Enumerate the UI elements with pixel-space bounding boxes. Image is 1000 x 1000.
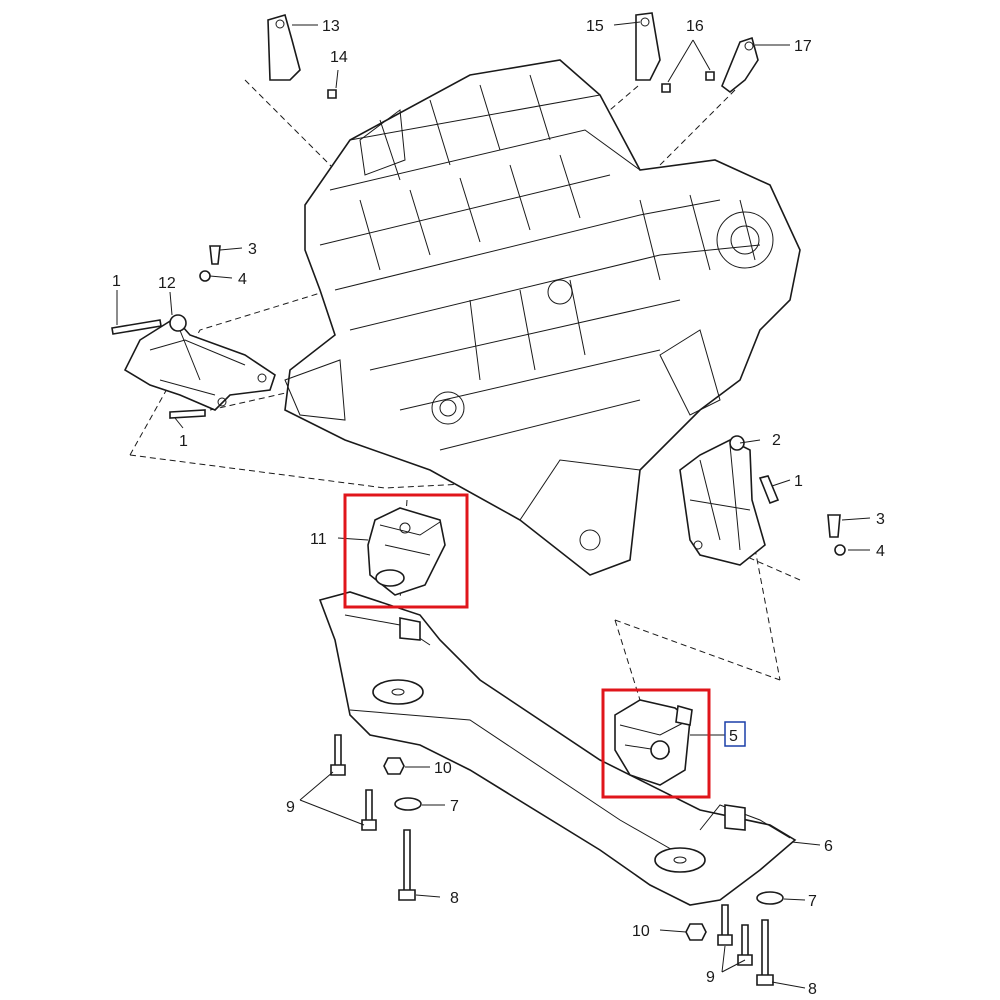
callout-8-left[interactable]: 8: [450, 890, 459, 907]
callout-10-left[interactable]: 10: [434, 760, 452, 777]
fasteners: [111, 71, 846, 986]
callout-8-right[interactable]: 8: [808, 981, 817, 998]
callout-9-right[interactable]: 9: [706, 969, 715, 986]
selected-callout-frame: [724, 721, 746, 747]
top-lifting-brackets: [267, 12, 759, 94]
callout-3-right[interactable]: 3: [876, 511, 885, 528]
callout-1-right[interactable]: 1: [794, 473, 803, 490]
callout-2[interactable]: 2: [772, 432, 781, 449]
callout-11[interactable]: 11: [310, 531, 327, 548]
highlight-box-11: [343, 493, 469, 609]
callout-10-right[interactable]: 10: [632, 923, 650, 940]
crossmember: [318, 591, 797, 906]
engine-block: [284, 59, 801, 576]
callout-7-left[interactable]: 7: [450, 798, 459, 815]
callout-17[interactable]: 17: [794, 38, 812, 55]
highlight-boxes: [343, 493, 711, 799]
left-engine-bracket: [123, 314, 276, 411]
callout-1-left-top[interactable]: 1: [112, 273, 121, 290]
callout-14[interactable]: 14: [330, 49, 348, 66]
callout-4-right[interactable]: 4: [876, 543, 885, 560]
callout-5[interactable]: 5: [729, 728, 738, 745]
callout-12[interactable]: 12: [158, 275, 176, 292]
engine-mount-left: [367, 507, 446, 596]
callout-4-left[interactable]: 4: [238, 271, 247, 288]
callout-13[interactable]: 13: [322, 18, 340, 35]
callout-labels: 13 14 15 16 17 3 4 1 12 1 2 1 3 4 11 5 1…: [112, 18, 885, 998]
engine-mount-right: [614, 699, 693, 786]
callout-15[interactable]: 15: [586, 18, 604, 35]
callout-1-left-bottom[interactable]: 1: [179, 433, 188, 450]
leader-lines: [116, 21, 871, 989]
callout-9-left[interactable]: 9: [286, 799, 295, 816]
callout-6[interactable]: 6: [824, 838, 833, 855]
callout-7-right[interactable]: 7: [808, 893, 817, 910]
callout-16[interactable]: 16: [686, 18, 704, 35]
highlight-box-5: [601, 688, 711, 799]
callout-3-left[interactable]: 3: [248, 241, 257, 258]
right-engine-bracket: [679, 435, 766, 566]
